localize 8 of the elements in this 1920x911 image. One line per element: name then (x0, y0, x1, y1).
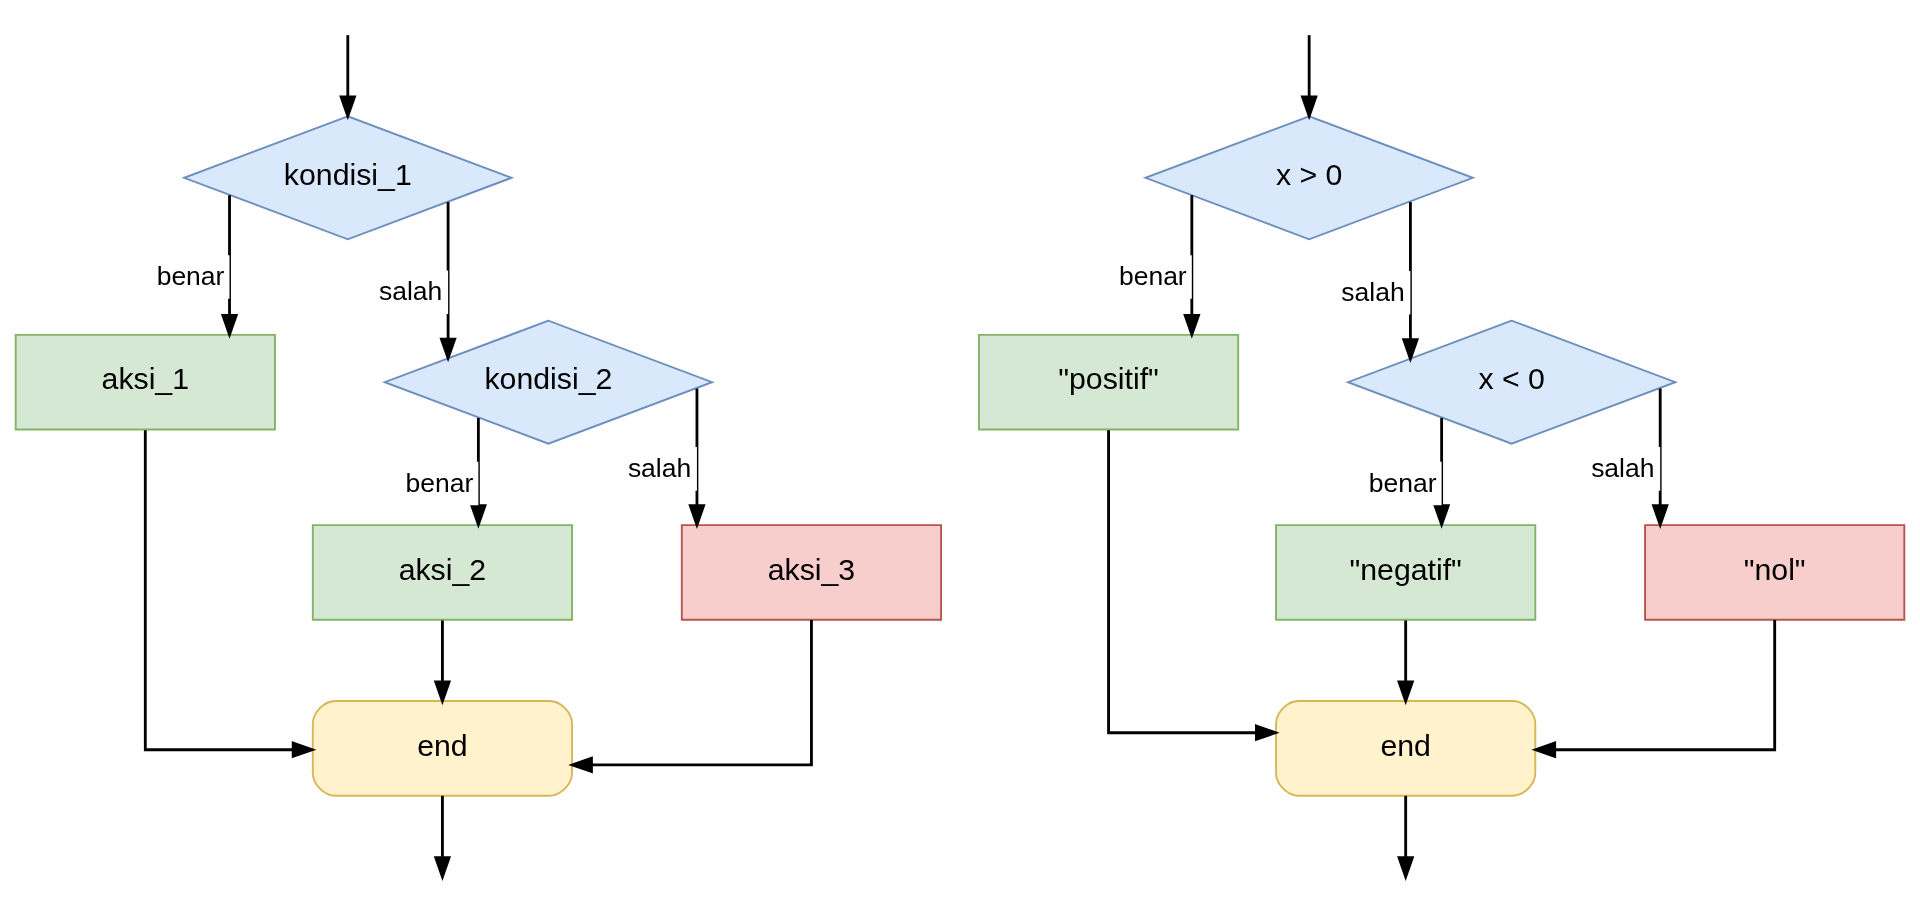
edge-label: salah (1341, 276, 1405, 307)
edge-label: benar (1368, 467, 1437, 498)
edge-label: benar (405, 467, 474, 498)
edge-label: salah (379, 275, 443, 306)
edge-label: salah (1591, 452, 1655, 483)
edge-label: salah (627, 452, 692, 483)
edge-label: benar (156, 260, 225, 291)
edge-label: benar (1118, 260, 1187, 291)
